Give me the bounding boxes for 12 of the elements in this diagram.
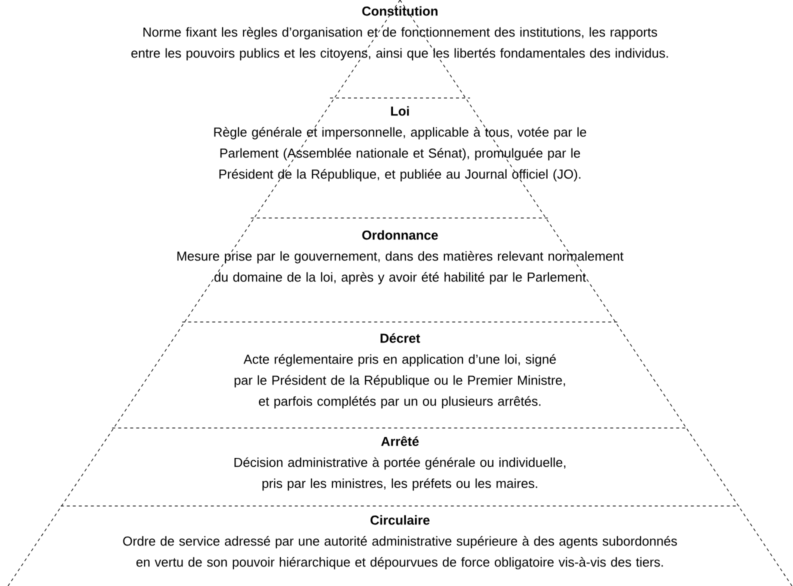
band-description: Ordre de service adressé par une autorité administrative supérieure à des agents subordonnés en vertu de son pouvoir hiérarchique et dépourvues de force obligatoire vis-à-vis des tiers. bbox=[123, 536, 677, 570]
band-description: Décision administrative à portée générale ou individuelle, pris par les ministres, les préfets ou les maires. bbox=[234, 457, 566, 491]
band-description: Règle générale et impersonnelle, applicable à tous, votée par le Parlement (Assemblée nationale et Sénat), promulguée par le Président de la République, et publiée au Journal officiel (JO). bbox=[214, 127, 586, 182]
band-heading: Décret bbox=[380, 333, 420, 343]
band-heading: Ordonnance bbox=[362, 230, 438, 240]
band-heading: Circulaire bbox=[370, 515, 430, 525]
band-description: Norme fixant les règles d’organisation et de fonctionnement des institutions, les rapports entre les pouvoirs publics et les citoyens, ainsi que les libertés fondamentales des individus. bbox=[131, 27, 668, 60]
band-heading: Loi bbox=[391, 106, 409, 116]
band-heading: Arrêté bbox=[381, 436, 419, 446]
band-description: Mesure prise par le gouvernement, dans des matières relevant normalement du domaine de la loi, après y avoir été habilité par le Parlement bbox=[177, 251, 624, 284]
band-heading: Constitution bbox=[362, 6, 438, 16]
band-description: Acte réglementaire pris en application d’une loi, signé par le Président de la République ou le Premier Ministre, et parfois complétés par un ou plusieurs arrêtés. bbox=[234, 354, 565, 408]
